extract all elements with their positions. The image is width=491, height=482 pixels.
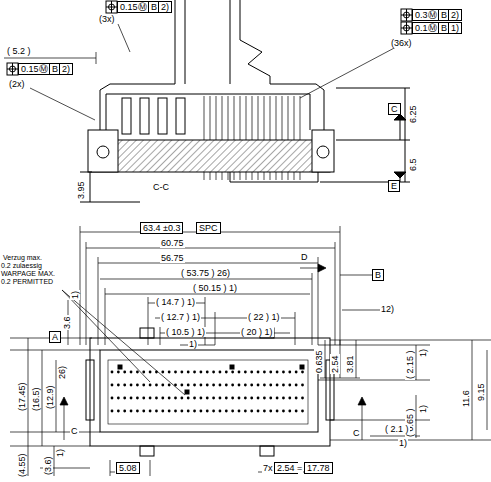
dimension-text: 6.5	[408, 157, 418, 172]
dimension-text: =	[296, 463, 303, 473]
dimension-text: ( 2.15 )	[405, 349, 415, 380]
dimension-text: ( 20 ) 1)	[240, 327, 274, 337]
dimension-text: ( 53.75 ) 26)	[180, 268, 231, 278]
datum-box: C	[388, 103, 401, 115]
dimension-text: 26)	[57, 365, 67, 380]
dimension-text: 3.6	[62, 315, 72, 330]
position-symbol	[7, 1, 412, 75]
datum-letter: C	[391, 104, 398, 114]
dimension-text: ( 2.1 )	[384, 424, 410, 434]
dimension-text: D	[300, 252, 309, 262]
dimension-text: 1)	[418, 404, 428, 414]
tolerance-frame: SPC	[196, 222, 221, 234]
dimension-text: (2x)	[8, 79, 26, 89]
dimension-text: 56.75	[160, 253, 185, 263]
dimension-text: ( 14.7 ) 1)	[155, 297, 196, 307]
dimension-text: 9.15	[476, 382, 486, 402]
datum-letter: B	[375, 270, 381, 280]
tolerance-frame: 17.78	[304, 462, 333, 474]
tolerance-frame: 0.15Ⓜ	[18, 63, 51, 75]
dimension-text: ( 12.7 ) 1)	[160, 312, 201, 322]
dimension-text: 1)	[418, 348, 428, 358]
note-text: Verzug max.	[2, 254, 43, 262]
dimension-text: ( 50.15 ) 1)	[192, 283, 238, 293]
dimension-text: 1)	[188, 339, 198, 349]
dimension-text: 1)	[70, 290, 80, 300]
dimension-text: 0.635	[314, 349, 324, 374]
note-text: WARPAGE MAX.	[0, 270, 56, 278]
dimension-text: C-C	[152, 182, 170, 192]
tolerance-frame: 2.54	[274, 462, 298, 474]
dimension-text: ( 5.2 )	[6, 46, 32, 56]
datum-letter: A	[52, 332, 58, 342]
note-text: 0.2 zulaessig	[0, 262, 43, 270]
tolerance-frame: 0.1Ⓜ	[412, 22, 440, 34]
datum-letter: E	[391, 181, 397, 191]
dimension-lines	[10, 226, 491, 476]
datum-box: B	[372, 269, 384, 281]
tolerance-frame: 63.4 ±0.3	[140, 222, 183, 234]
tolerance-frame: 2)	[448, 9, 462, 21]
dimension-text: 7x	[262, 463, 274, 473]
dimension-text: C	[70, 426, 79, 436]
dimension-text: 2.54	[330, 354, 340, 374]
dimension-text: (16.5)	[31, 386, 41, 412]
dimension-text: (3.6)	[43, 455, 53, 476]
section-view	[80, 0, 410, 202]
tolerance-frame: 2)	[59, 63, 73, 75]
dimension-text: 12)	[380, 304, 395, 314]
dimension-text: C	[352, 428, 361, 438]
tolerance-frame: 5.08	[116, 462, 140, 474]
dimension-text: 3.81	[345, 354, 355, 374]
dimension-text: (17.45)	[17, 381, 27, 412]
dimension-text: 11.6	[461, 389, 471, 408]
tolerance-frame: 0.15Ⓜ	[117, 1, 150, 13]
dimension-text: 1)	[398, 438, 408, 448]
dimension-text: (36x)	[390, 38, 413, 48]
dimension-text: ( 10.5 ) 1)	[165, 327, 206, 337]
dimension-text: 3.95	[76, 180, 86, 200]
tolerance-frame: 1)	[448, 22, 462, 34]
datum-box: A	[49, 331, 61, 343]
dimension-text: 6.25	[408, 104, 418, 124]
leader-lines	[4, 24, 398, 120]
plan-view	[86, 328, 334, 456]
datum-box: E	[388, 180, 400, 192]
note-text: 0.2 PERMITTED	[0, 278, 54, 286]
dimension-text: ( 22 ) 1)	[247, 312, 281, 322]
dimension-text: (4.55)	[17, 452, 27, 478]
dimension-text: 1)	[55, 448, 65, 458]
dimension-text: (3x)	[98, 14, 116, 24]
dimension-text: 60.75	[160, 238, 185, 248]
tolerance-frame: 2)	[158, 1, 172, 13]
dimension-text: (12.9)	[45, 384, 55, 410]
tolerance-frame: 0.3Ⓜ	[412, 9, 440, 21]
